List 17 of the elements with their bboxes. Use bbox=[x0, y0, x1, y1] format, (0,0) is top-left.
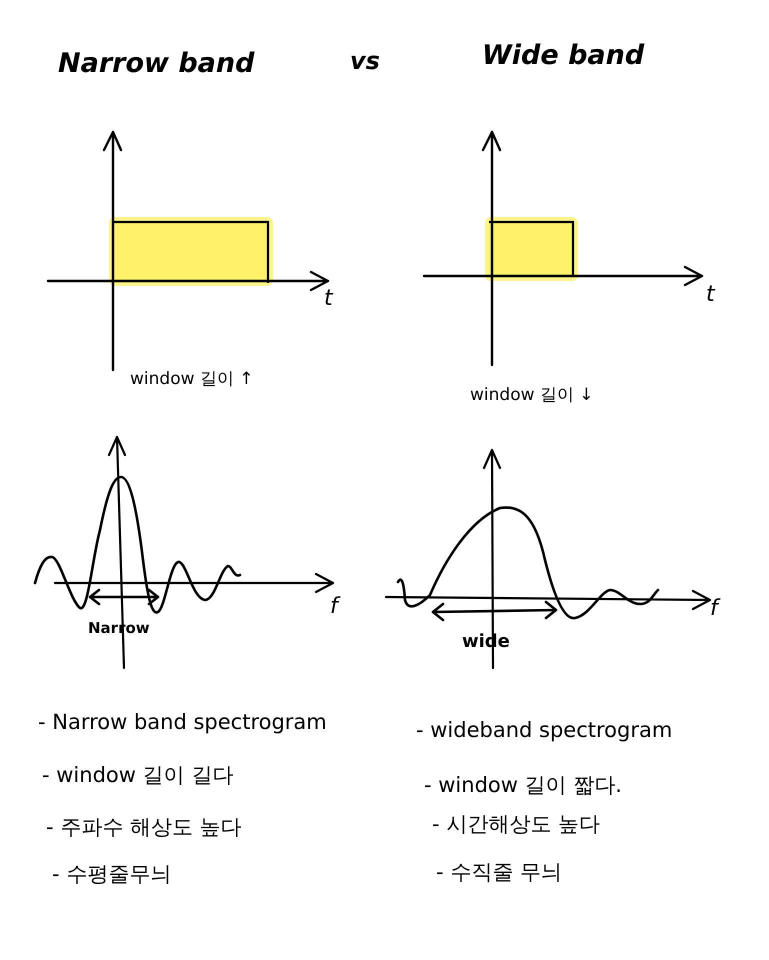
heading-text: Wide band bbox=[482, 40, 644, 72]
bullet-item: - wideband spectrogram bbox=[416, 718, 672, 742]
axis-label: f bbox=[330, 594, 338, 620]
axis-label: t bbox=[324, 286, 333, 312]
window-length-note: window 길이 ↑ bbox=[130, 370, 254, 390]
bullet-item: - Narrow band spectrogram bbox=[38, 710, 327, 734]
bullet-item: - window 길이 짧다. bbox=[424, 773, 622, 798]
heading-text: Narrow band bbox=[58, 48, 254, 80]
vs-text: vs bbox=[350, 48, 380, 76]
bullet-item: - 시간해상도 높다 bbox=[432, 812, 600, 836]
bullet-item: - 주파수 해상도 높다 bbox=[46, 815, 242, 840]
bullet-item: - 수평줄무늬 bbox=[52, 862, 172, 886]
axis-label: t bbox=[706, 282, 715, 308]
bullet-item: - 수직줄 무늬 bbox=[436, 860, 562, 884]
axis-label: f bbox=[710, 596, 718, 622]
bullet-item: - window 길이 길다 bbox=[42, 763, 234, 788]
window-length-note: window 길이 ↓ bbox=[470, 386, 594, 406]
